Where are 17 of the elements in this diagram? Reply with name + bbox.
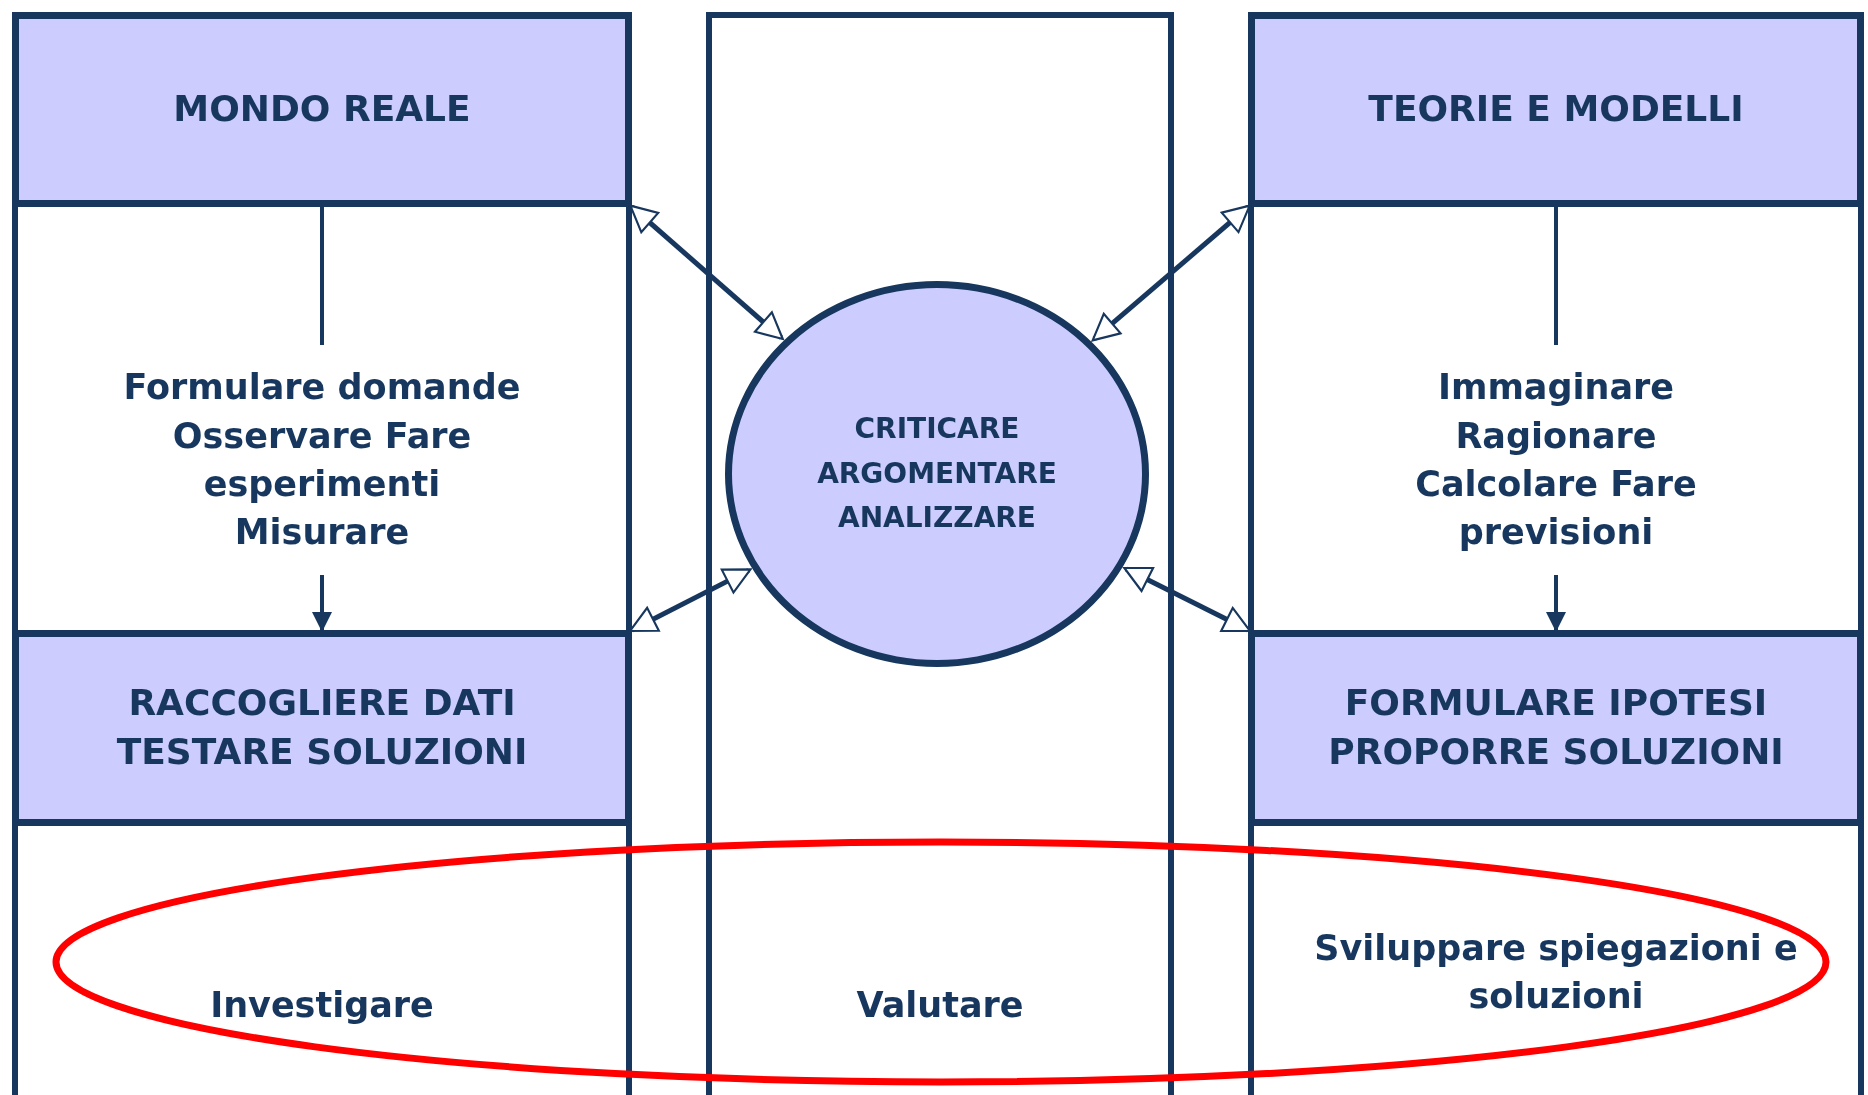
arrow <box>1546 575 1566 632</box>
column-box <box>1248 12 1864 1095</box>
connector-line <box>1554 207 1558 345</box>
double-arrow <box>629 568 752 633</box>
circle-node: CRITICARE ARGOMENTARE ANALIZZARE <box>725 281 1149 667</box>
column-box <box>12 12 632 1095</box>
double-arrow <box>1123 566 1251 633</box>
step-text: Valutare <box>726 960 1154 1050</box>
step-text: Investigare <box>32 960 612 1050</box>
step-text: Sviluppare spiegazioni e soluzioni <box>1268 912 1844 1032</box>
arrow <box>312 575 332 632</box>
column-box <box>706 12 1174 1095</box>
double-arrow <box>629 204 784 341</box>
step-text: Immaginare Ragionare Calcolare Fare previsioni <box>1268 345 1844 575</box>
step-text: Formulare domande Osservare Fare esperimenti Misurare <box>32 345 612 575</box>
double-arrow <box>1091 204 1251 342</box>
connector-line <box>320 207 324 345</box>
